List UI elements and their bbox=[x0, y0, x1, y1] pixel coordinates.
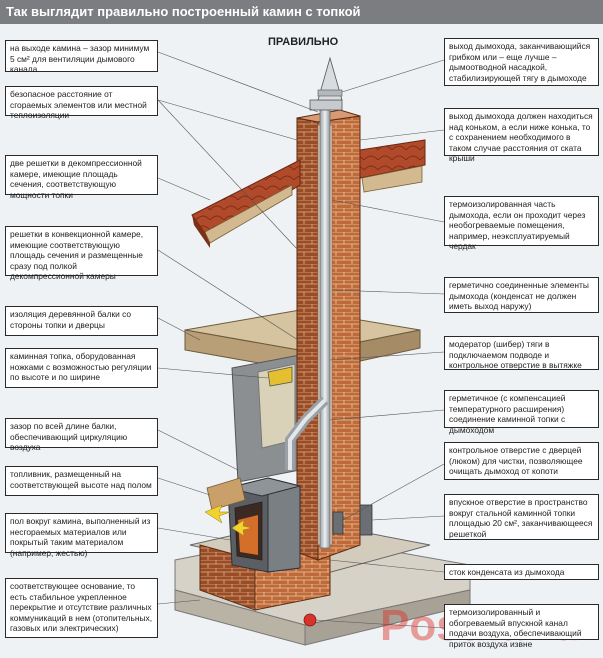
label-firebox-legs: каминная топка, оборудованная ножками с … bbox=[5, 348, 158, 388]
label-decompression-grilles: две решетки в декомпрессионной камере, и… bbox=[5, 155, 158, 200]
label-beam-insulation: изоляция деревянной балки со стороны топ… bbox=[5, 306, 158, 336]
label-fuel-chamber: топливник, размещенный на соответствующе… bbox=[5, 466, 158, 496]
label-air-inlet: впускное отверстие в пространство вокруг… bbox=[444, 494, 599, 540]
leader-lines bbox=[157, 51, 445, 629]
control-door bbox=[332, 511, 344, 535]
label-air-supply-channel: термоизолированный и обогреваемый впускн… bbox=[444, 604, 599, 649]
label-sealed-joints: герметично соединенные элементы дымохода… bbox=[444, 277, 599, 313]
label-sealed-connection: герметичное (с компенсацией температурно… bbox=[444, 390, 599, 435]
fireplace-hood bbox=[231, 354, 301, 483]
page-title: Так выглядит правильно построенный камин… bbox=[6, 4, 361, 19]
steel-flue bbox=[285, 56, 343, 549]
label-safe-distance: безопасное расстояние от сгораемых элеме… bbox=[5, 86, 158, 120]
label-insulated-flue: термоизолированная часть дымохода, если … bbox=[444, 196, 599, 251]
condensate-drain bbox=[303, 613, 317, 627]
roof-right bbox=[359, 139, 426, 193]
label-condensate: сток конденсата из дымохода bbox=[444, 564, 599, 580]
air-flow-arrows bbox=[204, 504, 253, 537]
label-chimney-gap: на выходе камина – зазор минимум 5 см² д… bbox=[5, 40, 158, 74]
diagram-subtitle: ПРАВИЛЬНО bbox=[268, 36, 339, 48]
header-bar: Так выглядит правильно построенный камин… bbox=[0, 0, 603, 24]
label-beam-gap: зазор по всей длине балки, обеспечивающи… bbox=[5, 418, 158, 452]
label-fireproof-floor: пол вокруг камина, выполненный из несгор… bbox=[5, 513, 158, 558]
label-chimney-above-ridge: выход дымохода должен находиться над кон… bbox=[444, 108, 599, 163]
label-cleaning-door: контрольное отверстие с дверцей (люком) … bbox=[444, 442, 599, 480]
roof-left bbox=[191, 159, 301, 248]
label-chimney-cap: выход дымохода, заканчивающийся грибком … bbox=[444, 38, 599, 86]
label-foundation: соответствующее основание, то есть стаби… bbox=[5, 578, 158, 638]
label-draft-damper: модератор (шибер) тяги в подключаемом по… bbox=[444, 336, 599, 370]
label-convection-grilles: решетки в конвекционной камере, имеющие … bbox=[5, 226, 158, 281]
